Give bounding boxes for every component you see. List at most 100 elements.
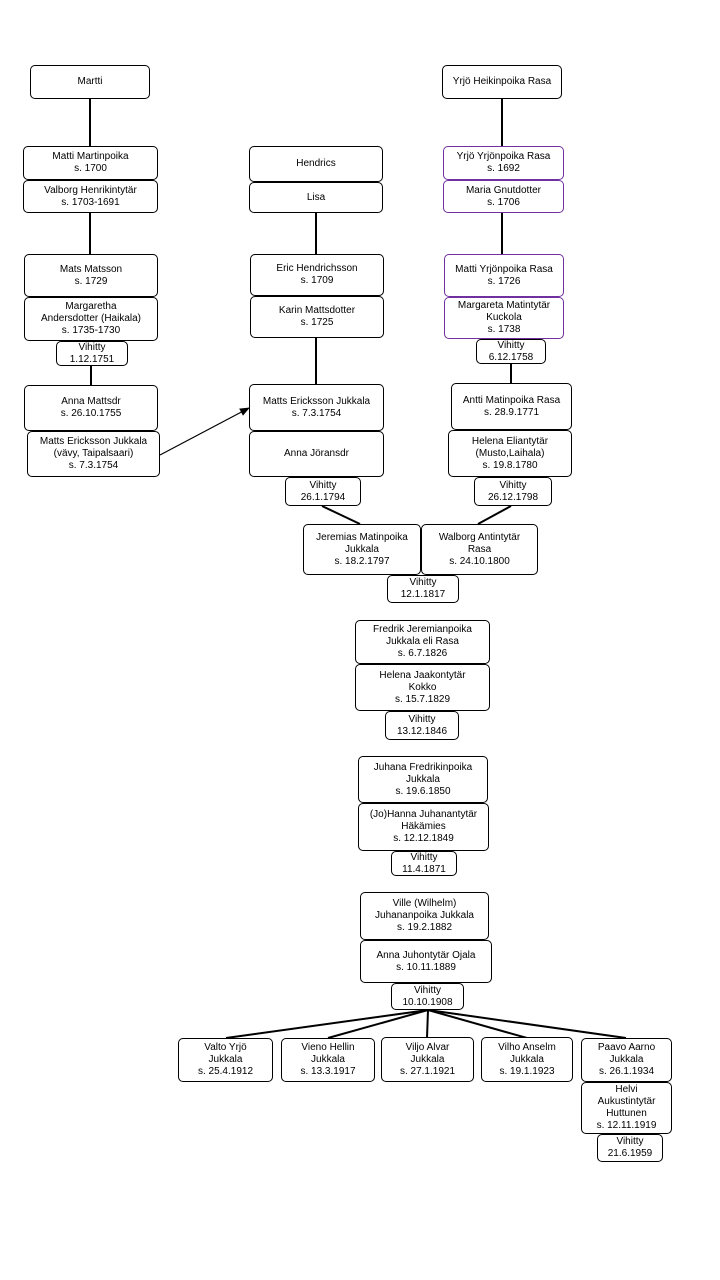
box-text-line: s. 19.8.1780 — [482, 459, 538, 471]
box-text-line: s. 19.2.1882 — [396, 922, 453, 933]
box-text-line: 21.6.1959 — [607, 1148, 653, 1159]
line-1908-to-paavo — [427, 1009, 627, 1039]
box-text-line: (Jo)Hanna Juhanantytär — [369, 809, 478, 820]
person-helena-eliantytar[interactable]: Helena Eliantytär(Musto,Laihala)s. 19.8.… — [448, 430, 572, 477]
box-text-line: Juhananpoika Jukkala — [375, 910, 474, 921]
box-text-line: s. 1706 — [487, 196, 520, 208]
box-text-line: s. 7.3.1754 — [291, 407, 342, 419]
box-text-line: 10.10.1908 — [402, 996, 453, 1008]
box-text-line: Hendrics — [296, 158, 336, 169]
box-text-line: Eric Hendrichsson — [276, 263, 358, 274]
box-text-line: 6.12.1758 — [488, 351, 534, 363]
box-text-line: Häkämies — [401, 821, 446, 832]
box-text-line: s. 19.1.1923 — [499, 1065, 555, 1077]
box-text-line: s. 24.10.1800 — [449, 555, 510, 567]
box-text-line: 1.12.1751 — [69, 353, 115, 365]
box-text-line: Jeremias Matinpoika — [316, 531, 408, 543]
box-text-line: Karin Mattsdotter — [278, 305, 356, 316]
person-hendrics[interactable]: Hendrics — [249, 146, 383, 182]
box-text-line: s. 1735-1730 — [61, 325, 121, 336]
box-text-line: Lisa — [306, 191, 326, 203]
box-text-line: Fredrik Jeremianpoika — [373, 624, 472, 635]
person-lisa[interactable]: Lisa — [249, 182, 383, 213]
box-text-line: Andersdotter (Haikala) — [40, 313, 142, 324]
box-text-line: Jukkala — [311, 1054, 345, 1065]
box-text-line: s. 1692 — [487, 163, 520, 174]
person-anna-joransdr[interactable]: Anna Jöransdr — [249, 431, 384, 477]
line-1908-to-viljo — [426, 1009, 429, 1039]
box-text-line: 26.12.1798 — [487, 491, 539, 503]
box-text-line: Martti — [77, 76, 103, 87]
line-1908-to-vieno — [327, 1009, 429, 1039]
box-text-line: Vihitty — [78, 341, 106, 353]
box-text-line: Yrjö Yrjönpoika Rasa — [456, 151, 551, 162]
box-text-line: Jukkala — [609, 1054, 644, 1065]
box-text-line: s. 12.11.1919 — [596, 1120, 657, 1131]
box-text-line: s. 10.11.1889 — [396, 961, 456, 973]
box-text-line: Rasa — [467, 543, 492, 555]
box-text-line: Huttunen — [606, 1108, 647, 1119]
box-text-line: Margaretha — [65, 301, 117, 312]
line-1798-to-walborg — [477, 505, 512, 525]
box-text-line: Jukkala eli Rasa — [386, 636, 459, 647]
box-text-line: Vihitty — [616, 1136, 644, 1147]
box-text-line: Valborg Henrikintytär — [44, 184, 137, 196]
box-text-line: s. 27.1.1921 — [399, 1065, 456, 1077]
box-text-line: Margareta Matintytär — [457, 300, 551, 311]
box-text-line: Vihitty — [497, 339, 525, 351]
box-text-line: Helena Jaakontytär — [379, 669, 466, 681]
box-text-line: Aukustintytär — [597, 1096, 656, 1107]
box-text-line: Helena Eliantytär — [471, 435, 549, 447]
box-text-line: Matti Yrjönpoika Rasa — [455, 263, 553, 275]
person-martti[interactable]: Martti — [30, 65, 150, 99]
box-text-line: Vihitty — [309, 479, 337, 491]
box-text-line: Jukkala — [410, 1053, 445, 1065]
box-text-line: Anna Jöransdr — [283, 448, 350, 459]
person-matts-ericksson-jukkala-vavy[interactable]: Matts Ericksson Jukkala(vävy, Taipalsaar… — [27, 431, 160, 477]
box-text-line: Vihitty — [409, 577, 437, 588]
box-text-line: Ville (Wilhelm) — [392, 898, 457, 909]
box-text-line: Matti Martinpoika — [52, 151, 129, 162]
arrow-matts-same-person — [159, 407, 250, 456]
box-text-line: 11.4.1871 — [402, 863, 446, 875]
person-yrjo-heikinpoika-rasa[interactable]: Yrjö Heikinpoika Rasa — [442, 65, 562, 99]
box-text-line: Vihitty — [410, 851, 438, 863]
box-text-line: 12.1.1817 — [400, 589, 446, 600]
